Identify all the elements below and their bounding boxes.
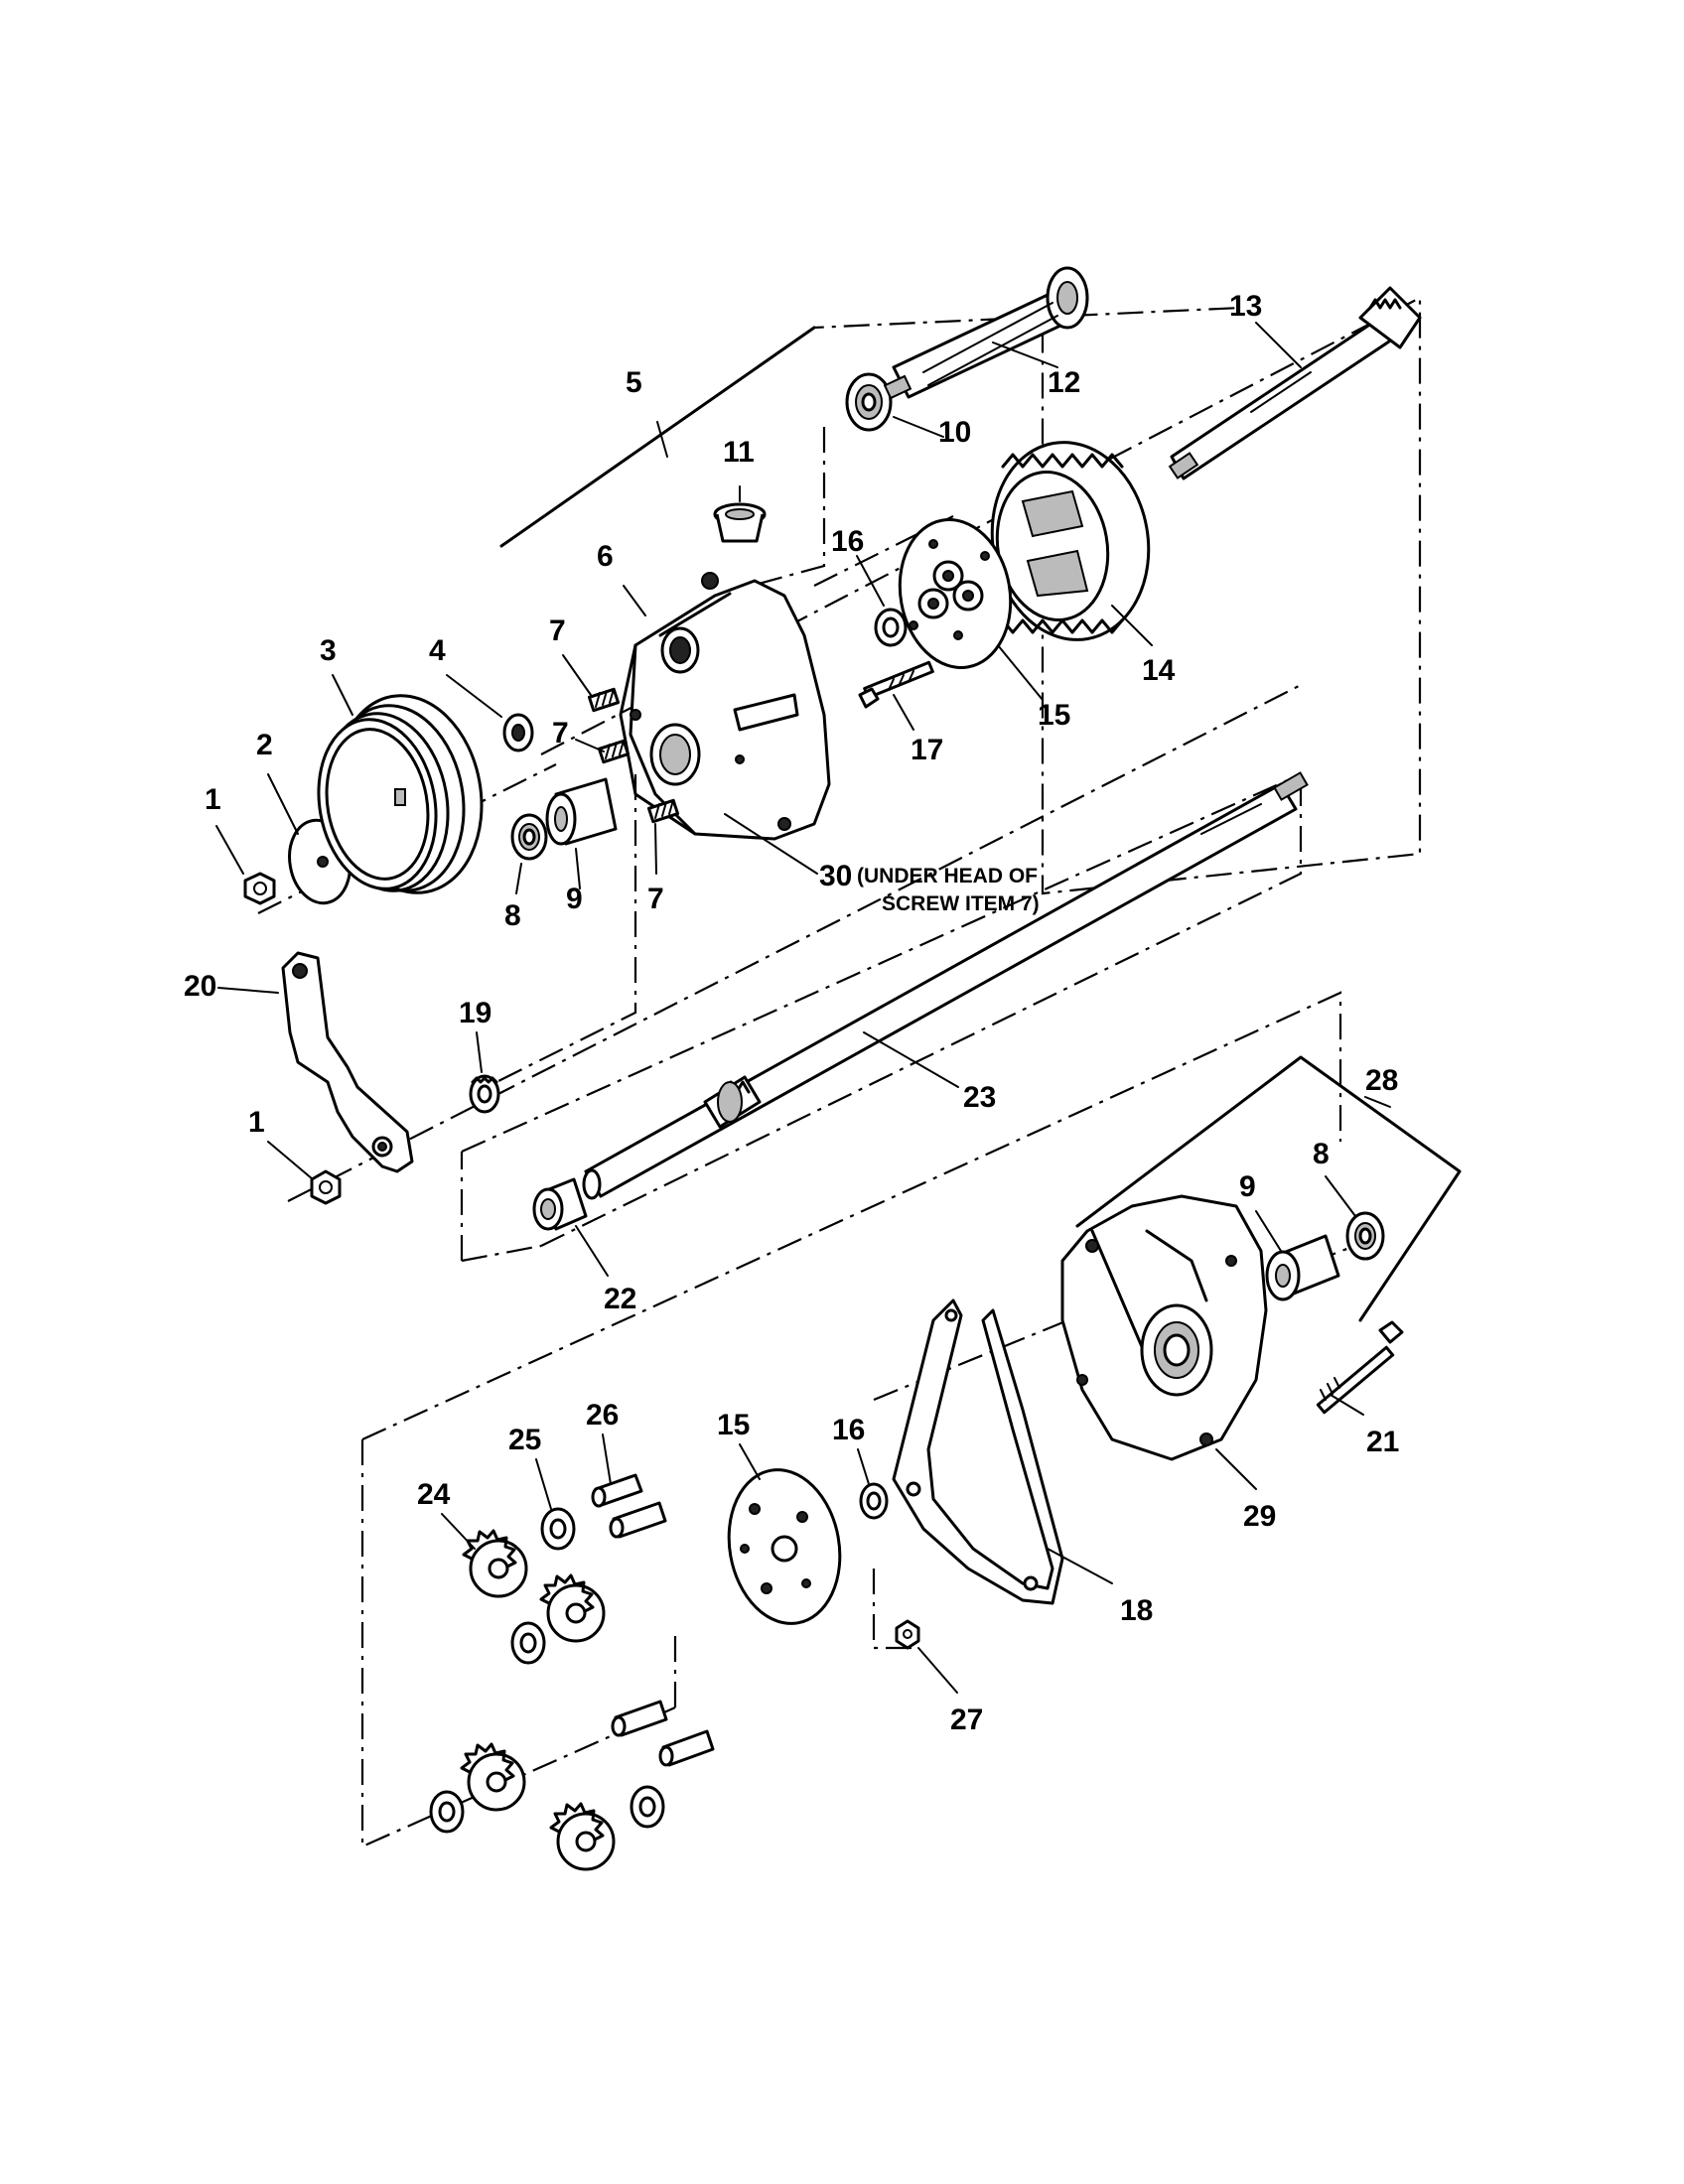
pin-26-a <box>591 1473 643 1508</box>
callout-13: 13 <box>1229 290 1262 323</box>
callout-5: 5 <box>626 366 642 399</box>
planet-gear-b <box>539 1573 606 1643</box>
bushing-22 <box>532 1177 588 1231</box>
pin-d <box>658 1729 715 1767</box>
planet-gear-c <box>460 1742 526 1812</box>
callout-6: 6 <box>597 540 614 573</box>
leader-lines <box>215 322 1391 1694</box>
nut-upper <box>243 872 276 905</box>
lock-washer-19 <box>469 1074 500 1114</box>
screw-7-b <box>597 739 631 764</box>
callout-12: 12 <box>1048 366 1080 399</box>
pin-26-b <box>609 1501 667 1539</box>
callout-4: 4 <box>429 634 446 667</box>
callout-18: 18 <box>1120 1594 1153 1627</box>
item-30-note: 30 (UNDER HEAD OF SCREW ITEM 7) <box>819 860 1040 915</box>
callout-3: 3 <box>320 634 337 667</box>
callout-labels: 1 2 3 4 5 6 7 7 7 8 9 10 11 12 13 14 15 … <box>184 290 1399 1736</box>
nut-27 <box>895 1619 920 1650</box>
splined-shaft-12 <box>883 266 1089 400</box>
planet-gear-d <box>549 1802 616 1871</box>
callout-29: 29 <box>1243 1500 1276 1533</box>
callout-2: 2 <box>256 729 273 761</box>
callout-19: 19 <box>459 997 491 1029</box>
callout-26: 26 <box>586 1399 619 1432</box>
callout-8-upper: 8 <box>504 899 521 932</box>
bolt-21 <box>1316 1320 1404 1415</box>
callout-10: 10 <box>938 416 971 449</box>
plug-11 <box>713 502 767 543</box>
callout-15-upper: 15 <box>1038 699 1070 732</box>
assembly-guide-lines <box>257 296 1422 1848</box>
callout-15-lower: 15 <box>717 1409 750 1441</box>
carrier-plate-15-lower <box>727 1468 842 1625</box>
spacer-d <box>630 1785 665 1829</box>
callout-23: 23 <box>963 1081 996 1114</box>
callout-1-lower: 1 <box>248 1106 265 1139</box>
gear-housing-6 <box>619 572 831 841</box>
callout-25: 25 <box>508 1424 541 1456</box>
callout-14: 14 <box>1142 654 1176 687</box>
note-number: 30 <box>819 860 852 892</box>
callout-7-a: 7 <box>549 614 566 647</box>
callout-17: 17 <box>911 734 943 766</box>
spacer-b <box>510 1621 546 1665</box>
note-line-1: (UNDER HEAD OF <box>857 865 1038 887</box>
spacer-9-upper <box>545 777 618 846</box>
callout-21: 21 <box>1366 1426 1399 1458</box>
screw-7-c <box>646 798 680 824</box>
callout-7-c: 7 <box>647 883 664 915</box>
screw-7-a <box>587 687 621 713</box>
callout-7-b: 7 <box>552 717 569 750</box>
long-shaft-23 <box>582 771 1309 1200</box>
pin-c <box>611 1700 668 1737</box>
washer-16-upper <box>874 608 908 647</box>
callout-22: 22 <box>604 1283 636 1315</box>
callout-1-upper: 1 <box>205 783 221 816</box>
callout-20: 20 <box>184 970 216 1003</box>
callout-8-lower: 8 <box>1313 1138 1330 1170</box>
callout-16-lower: 16 <box>832 1414 865 1446</box>
callout-9-lower: 9 <box>1239 1170 1256 1203</box>
group-brackets <box>499 326 1462 1322</box>
carrier-plate-15-upper <box>898 518 1013 669</box>
nut-lower <box>310 1169 342 1205</box>
planet-gear-24 <box>462 1529 528 1598</box>
bracket-20 <box>281 951 414 1173</box>
bolt-17 <box>858 660 934 709</box>
bearing-8-lower <box>1345 1211 1385 1261</box>
washer-4 <box>502 713 534 752</box>
spacer-9-lower <box>1265 1234 1340 1301</box>
callout-11: 11 <box>723 436 755 469</box>
callout-27: 27 <box>950 1704 983 1736</box>
pinion-shaft-13 <box>1168 286 1422 480</box>
washer-16-lower <box>859 1482 889 1520</box>
spacer-25 <box>540 1507 576 1551</box>
callout-28: 28 <box>1365 1064 1398 1097</box>
gear-housing-29 <box>1060 1194 1268 1461</box>
callout-9-upper: 9 <box>566 883 583 915</box>
gasket-18 <box>892 1298 1064 1605</box>
pulley-3 <box>317 694 484 894</box>
spacer-c <box>429 1790 465 1834</box>
note-line-2: SCREW ITEM 7) <box>882 892 1040 915</box>
callout-16-upper: 16 <box>831 525 864 558</box>
bearing-8-upper <box>510 813 548 861</box>
bearing-10 <box>845 372 893 432</box>
callout-24: 24 <box>417 1478 451 1511</box>
